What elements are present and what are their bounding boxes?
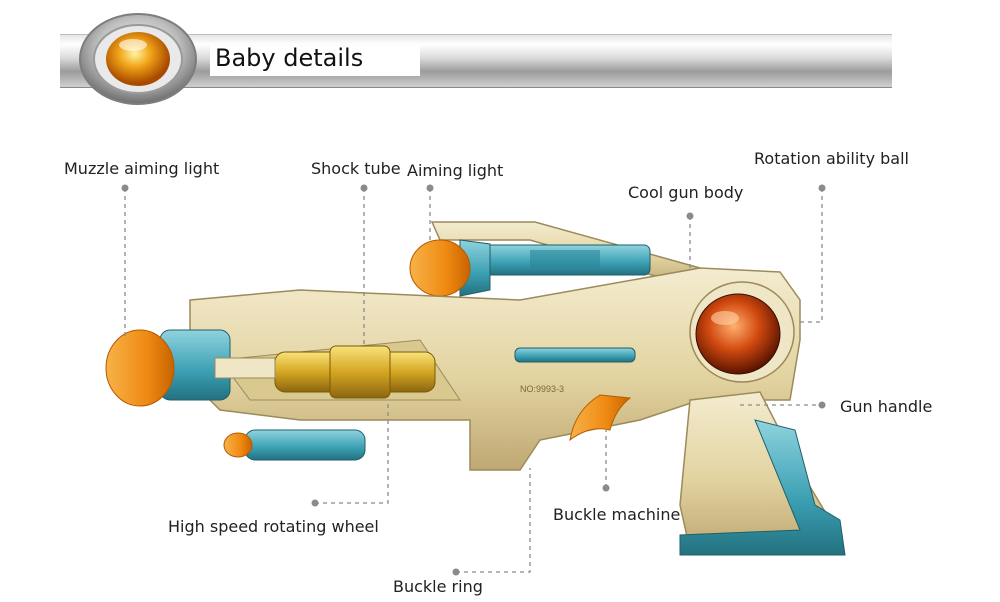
header-banner [60, 34, 892, 88]
page-title: Baby details [215, 44, 364, 72]
label-aiming-light: Aiming light [407, 161, 504, 180]
label-gun-handle: Gun handle [840, 397, 933, 416]
label-high-speed-rotating-wheel: High speed rotating wheel [168, 517, 379, 536]
model-marking: NO:9993-3 [520, 384, 564, 394]
label-cool-gun-body: Cool gun body [628, 183, 744, 202]
label-shock-tube: Shock tube [311, 159, 401, 178]
leader-lines [124, 188, 823, 573]
orb-badge-icon [79, 13, 197, 105]
label-muzzle-aiming-light: Muzzle aiming light [64, 159, 220, 178]
header-title-plate [210, 46, 420, 76]
label-rotation-ability-ball: Rotation ability ball [754, 149, 909, 168]
label-buckle-ring: Buckle ring [393, 577, 483, 596]
label-buckle-machine: Buckle machine [553, 505, 681, 524]
